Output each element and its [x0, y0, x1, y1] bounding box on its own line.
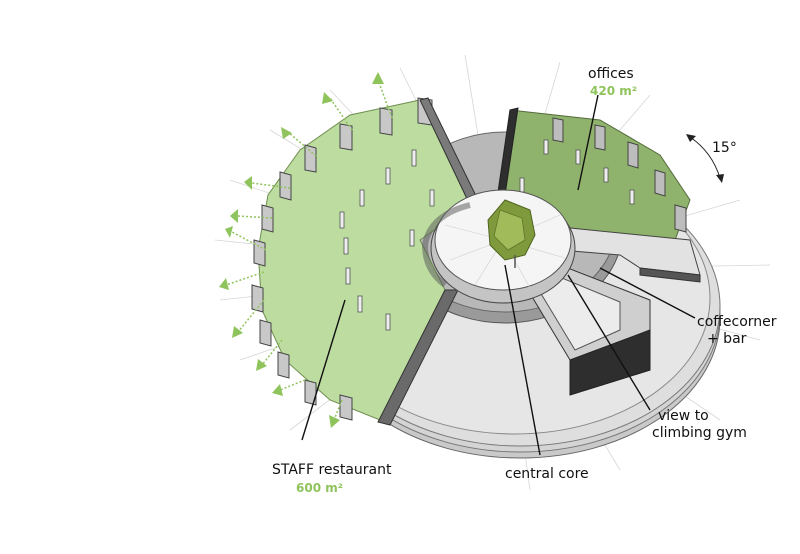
restaurant-columns — [339, 149, 435, 331]
leader-lines — [301, 94, 696, 456]
coffecorner-front — [639, 267, 701, 283]
offices-area-label: 420 m² — [590, 84, 637, 98]
restaurant-inner-wall — [421, 202, 471, 288]
coffecorner-label-2: + bar — [707, 331, 747, 347]
offices-outer-walls — [552, 117, 687, 233]
staff-restaurant-label: STAFF restaurant — [272, 462, 392, 478]
coffecorner-label-1: coffecorner — [697, 314, 777, 330]
tree-icon — [487, 199, 536, 268]
staff-area-label: 600 m² — [296, 481, 343, 495]
view-label-2: climbing gym — [652, 425, 747, 441]
climbing-gym-dark-face — [569, 329, 651, 396]
offices-label: offices — [588, 66, 634, 82]
central-core-label: central core — [505, 466, 589, 482]
view-label-1: view to — [658, 408, 709, 424]
view-arrows — [219, 72, 393, 428]
angle-label: 15° — [712, 140, 737, 156]
restaurant-divider-wall — [377, 289, 459, 426]
angle-indicator — [686, 134, 724, 183]
